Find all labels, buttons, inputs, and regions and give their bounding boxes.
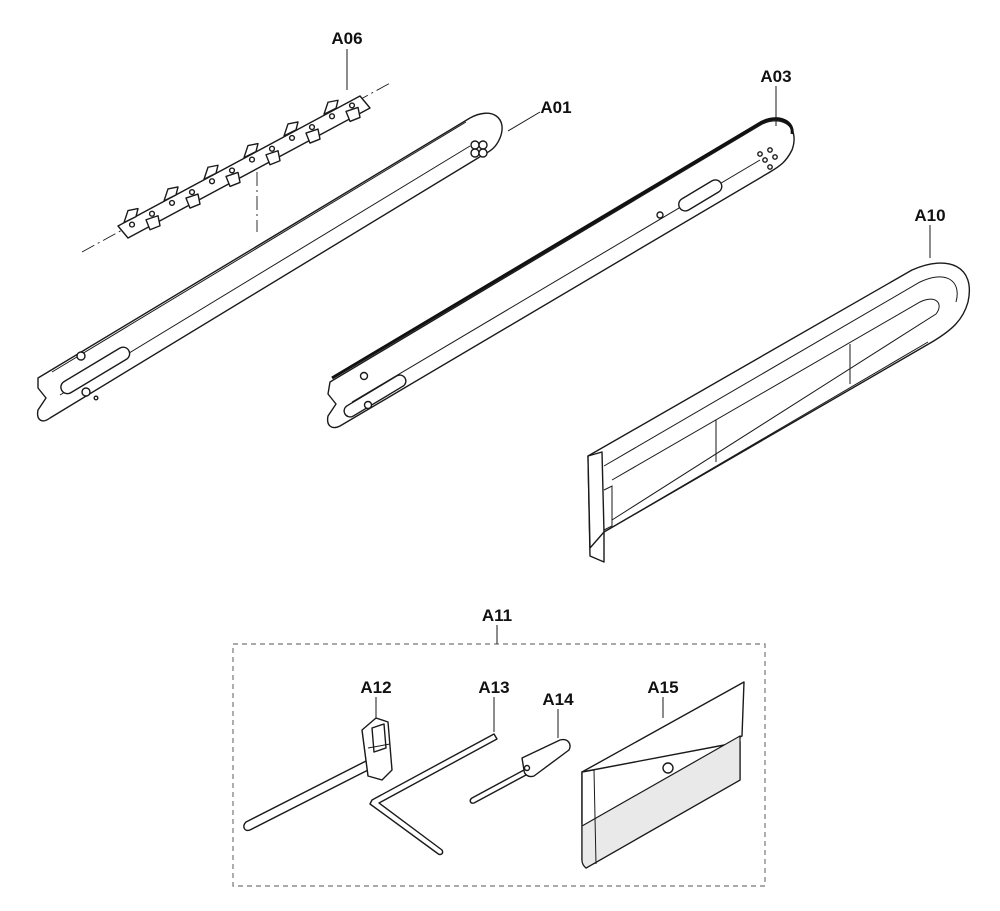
chain-cutter-tooth [203, 164, 219, 180]
file-holder-a15[interactable] [581, 681, 745, 869]
guide-bar-a01[interactable] [36, 112, 503, 422]
chain-rivet [288, 134, 296, 142]
chain-cutter-tooth [305, 128, 321, 144]
tool-kit-box-a11[interactable] [232, 643, 766, 887]
bar-cover-a10[interactable] [587, 262, 971, 563]
chain-cutter-tooth [265, 150, 281, 166]
combination-wrench-a12[interactable] [243, 717, 393, 832]
leader-a01 [507, 111, 541, 132]
chain-cutter-tooth [185, 193, 201, 209]
label-a12: A12 [360, 678, 391, 697]
sprocket-holes [757, 147, 778, 170]
sprocket-logo [470, 140, 488, 158]
chain-cutter-tooth [243, 142, 259, 159]
saw-chain-a06[interactable] [81, 81, 393, 253]
chain-rivet [128, 221, 136, 228]
label-a15: A15 [647, 678, 678, 697]
chain-rivet [348, 102, 356, 109]
chain-cutter-tooth [283, 121, 299, 137]
chain-cutter-tooth [323, 99, 339, 115]
chain-rivet [208, 178, 216, 185]
screwdriver-a14[interactable] [469, 738, 571, 804]
chain-rivet [228, 167, 236, 174]
guide-bar-a03[interactable] [326, 117, 795, 429]
label-a06: A06 [331, 29, 362, 48]
label-a11: A11 [482, 606, 512, 625]
chain-rivet [308, 123, 316, 131]
label-a03: A03 [760, 67, 791, 86]
hex-key-a13[interactable] [369, 733, 498, 856]
label-a01: A01 [540, 98, 571, 117]
chain-rivet [168, 199, 176, 207]
chain-rivet [248, 156, 256, 163]
chain-cutter-tooth [225, 171, 241, 188]
chain-cutter-tooth [345, 106, 361, 123]
label-a13: A13 [478, 678, 509, 697]
chain-rivet [148, 210, 156, 217]
chain-cutter-tooth [123, 207, 139, 224]
label-a10: A10 [914, 206, 945, 225]
chain-rivet [268, 145, 276, 152]
chain-rivet [328, 113, 336, 120]
chain-cutter-tooth [163, 186, 179, 202]
chain-cutter-tooth [145, 215, 161, 231]
label-a14: A14 [542, 690, 574, 709]
chain-rivet [188, 188, 196, 196]
